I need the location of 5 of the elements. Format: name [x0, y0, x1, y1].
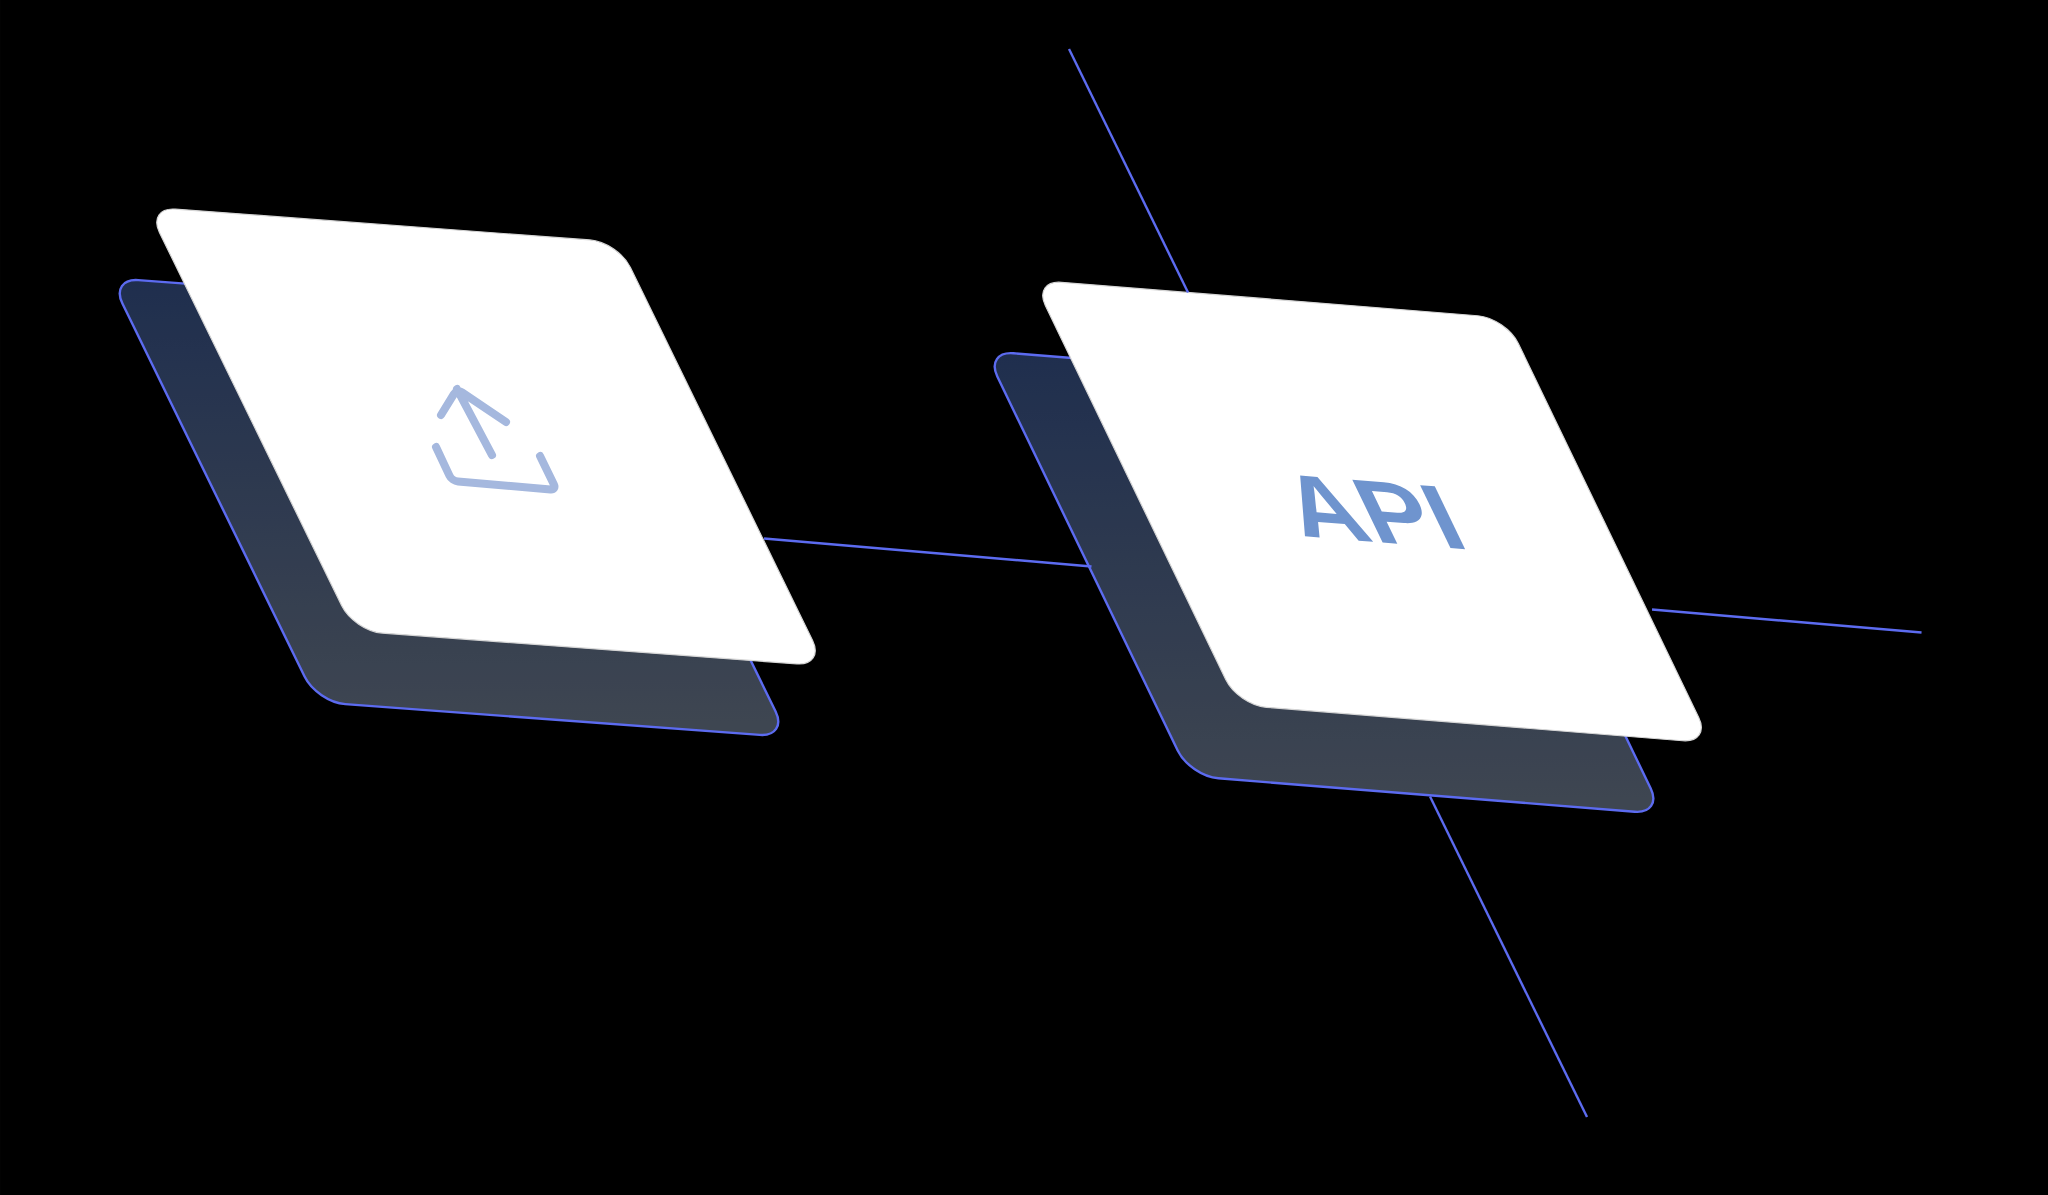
connector-line — [1428, 796, 1589, 1118]
connector-line — [763, 537, 1092, 568]
connector-line — [1067, 48, 1190, 294]
card: API — [1042, 281, 1702, 742]
connector-line — [1651, 608, 1922, 634]
